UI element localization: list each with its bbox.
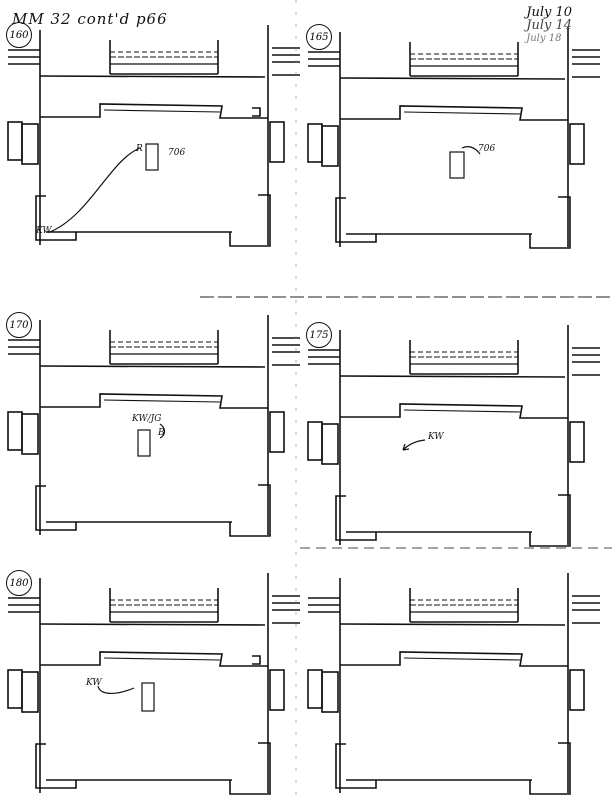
handwritten-annotation: 706 bbox=[168, 148, 186, 158]
plan-panel bbox=[307, 325, 600, 547]
arrow bbox=[97, 685, 135, 694]
bottom-left-corner bbox=[35, 195, 77, 241]
table-box bbox=[137, 429, 151, 457]
left-door-panel bbox=[307, 669, 323, 709]
arrow bbox=[461, 146, 481, 155]
plan-panel bbox=[7, 25, 300, 247]
bottom-left-corner bbox=[35, 485, 77, 531]
corner-mark bbox=[252, 655, 261, 665]
plan-panel bbox=[7, 315, 300, 537]
movement-path bbox=[49, 147, 141, 233]
upper-wall bbox=[339, 375, 566, 378]
handwritten-annotation: KW bbox=[428, 432, 444, 442]
plan-panel bbox=[307, 573, 600, 795]
left-door-panel bbox=[307, 123, 323, 163]
bottom-right-corner bbox=[529, 742, 571, 795]
plan-panel bbox=[7, 573, 300, 795]
platform-line bbox=[403, 409, 521, 413]
left-door-panel bbox=[7, 669, 23, 709]
upper-wall bbox=[39, 75, 266, 78]
left-door-panel bbox=[321, 423, 339, 465]
platform-edge bbox=[340, 403, 568, 419]
panel-number: 175 bbox=[306, 322, 332, 348]
bottom-right-corner bbox=[229, 484, 271, 537]
bottom-right-corner bbox=[229, 194, 271, 247]
left-door-panel bbox=[321, 671, 339, 713]
panel-number: 170 bbox=[6, 312, 32, 338]
bottom-left-corner bbox=[335, 743, 377, 789]
bottom-left-corner bbox=[35, 743, 77, 789]
handwritten-annotation: B bbox=[158, 428, 165, 438]
date-list: July 10 July 14 July 18 bbox=[526, 6, 572, 45]
panel-number: 180 bbox=[6, 570, 32, 596]
upper-wall bbox=[339, 77, 566, 80]
table-box bbox=[449, 151, 465, 179]
page-title: MM 32 cont'd p66 bbox=[12, 10, 168, 28]
platform-edge bbox=[340, 105, 568, 121]
left-door-panel bbox=[321, 125, 339, 167]
platform-line bbox=[103, 657, 221, 661]
right-door-panel bbox=[569, 669, 585, 711]
right-door-panel bbox=[569, 123, 585, 165]
handwritten-annotation: KW bbox=[86, 678, 102, 688]
platform-edge bbox=[40, 103, 268, 119]
handwritten-annotation: KW/JG bbox=[132, 414, 162, 424]
left-door-panel bbox=[7, 121, 23, 161]
panel-number: 165 bbox=[306, 24, 332, 50]
upper-wall bbox=[39, 623, 266, 626]
platform-edge bbox=[40, 393, 268, 409]
left-door-panel bbox=[21, 123, 39, 165]
arrow-left bbox=[402, 439, 426, 451]
date-1: July 10 bbox=[526, 5, 572, 20]
left-door-panel bbox=[21, 671, 39, 713]
upper-wall bbox=[39, 365, 266, 368]
platform-line bbox=[103, 399, 221, 403]
right-door-panel bbox=[269, 411, 285, 453]
bottom-right-corner bbox=[229, 742, 271, 795]
left-door-panel bbox=[21, 413, 39, 455]
date-3: July 18 bbox=[526, 33, 562, 44]
platform-edge bbox=[340, 651, 568, 667]
date-2: July 14 bbox=[526, 18, 572, 33]
platform-line bbox=[103, 109, 221, 113]
plan-panel bbox=[307, 27, 600, 249]
arrow bbox=[159, 423, 166, 439]
panel-number: 160 bbox=[6, 22, 32, 48]
bottom-right-corner bbox=[529, 196, 571, 249]
table-box bbox=[141, 682, 155, 712]
upper-wall bbox=[339, 623, 566, 626]
platform-edge bbox=[40, 651, 268, 667]
platform-line bbox=[403, 111, 521, 115]
platform-line bbox=[403, 657, 521, 661]
handwritten-annotation: R bbox=[136, 144, 143, 154]
bottom-right-corner bbox=[529, 494, 571, 547]
right-door-panel bbox=[269, 669, 285, 711]
handwritten-annotation: KW bbox=[36, 226, 52, 236]
bottom-left-corner bbox=[335, 495, 377, 541]
bottom-left-corner bbox=[335, 197, 377, 243]
right-door-panel bbox=[569, 421, 585, 463]
left-door-panel bbox=[307, 421, 323, 461]
handwritten-annotation: 706 bbox=[478, 144, 496, 154]
table-box bbox=[145, 143, 159, 171]
corner-mark bbox=[252, 107, 261, 117]
right-door-panel bbox=[269, 121, 285, 163]
left-door-panel bbox=[7, 411, 23, 451]
